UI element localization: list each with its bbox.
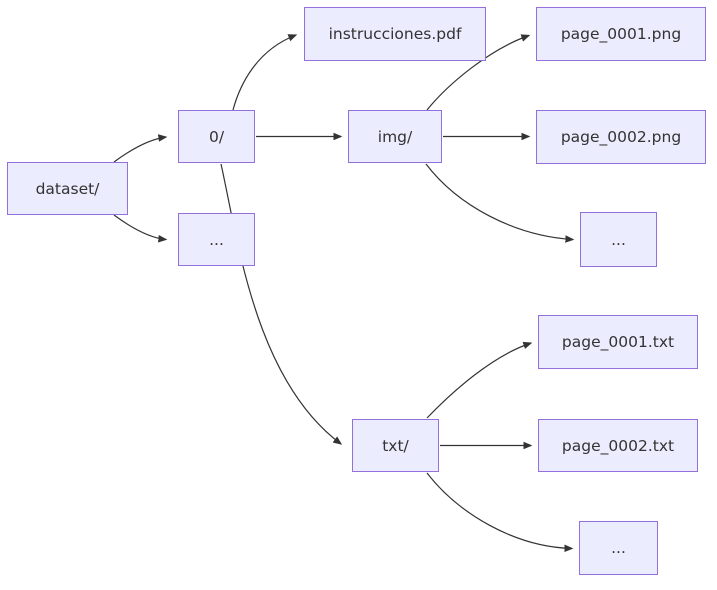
edge-img-to-page0001png xyxy=(426,34,531,111)
edge-dataset-to-0 xyxy=(113,134,168,163)
node-img: img/ xyxy=(348,110,442,163)
edge-dataset-to-dots-root xyxy=(113,214,168,243)
edge-txt-to-page0001txt xyxy=(426,341,533,419)
node-instrucciones-pdf: instrucciones.pdf xyxy=(304,7,486,61)
node-dots-root: ... xyxy=(178,213,255,266)
node-dots-txt: ... xyxy=(579,521,658,575)
edge-0-to-instrucciones xyxy=(232,34,298,111)
node-page-0001-png: page_0001.png xyxy=(536,7,706,61)
node-page-0002-png: page_0002.png xyxy=(536,110,706,164)
node-txt: txt/ xyxy=(352,419,439,472)
edge-img-to-dots-img xyxy=(425,163,575,243)
node-page-0002-txt: page_0002.txt xyxy=(538,419,698,472)
node-dataset: dataset/ xyxy=(7,162,128,215)
node-0: 0/ xyxy=(178,110,255,163)
edge-0-to-txt xyxy=(220,163,343,445)
node-page-0001-txt: page_0001.txt xyxy=(538,315,698,369)
edge-txt-to-dots-txt xyxy=(426,472,574,553)
node-dots-img: ... xyxy=(580,212,657,267)
